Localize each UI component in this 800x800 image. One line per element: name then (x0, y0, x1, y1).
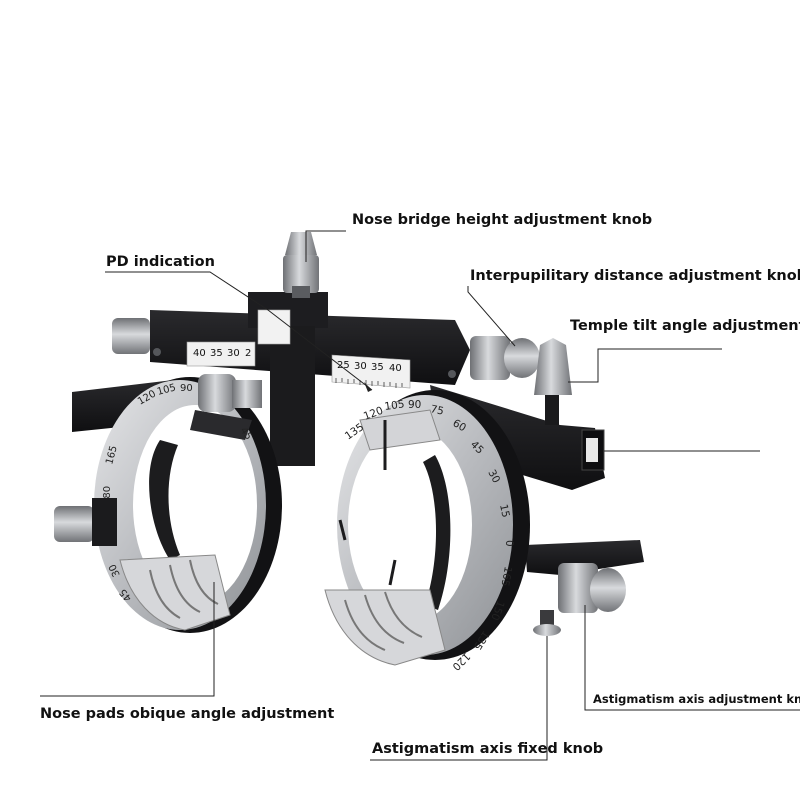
left-axis-tick-4: 165 (104, 444, 120, 465)
right-lens-holder: 135 120 105 90 75 60 45 30 15 0 165 150 … (324, 390, 530, 673)
left-axis-tick-2: 90 (180, 383, 193, 394)
leader-ipd (467, 286, 516, 347)
label-nose-bridge-height: Nose bridge height adjustment knob (352, 212, 653, 228)
astigmatism-axis-adjustment-knob[interactable] (558, 563, 626, 613)
right-pd-tick-2: 35 (371, 362, 384, 373)
right-axis-tick-4: 75 (429, 403, 445, 418)
left-side-knob[interactable] (112, 318, 150, 354)
label-axis-fixed-knob: Astigmatism axis fixed knob (372, 741, 604, 757)
left-pd-tick-0: 40 (193, 348, 206, 359)
right-axis-tick-2: 105 (384, 398, 406, 413)
label-temple-tilt: Temple tilt angle adjustment (570, 318, 800, 334)
left-lens-holder: 120 105 90 45 165 180 15 30 45 (94, 377, 282, 633)
pd-arrow-head (364, 382, 372, 392)
left-axis-tick-5: 180 (102, 486, 113, 505)
leader-axis-adjust (584, 605, 800, 711)
leader-temple (568, 348, 722, 383)
left-temple-knob[interactable] (54, 498, 117, 546)
right-pd-tick-1: 30 (354, 361, 367, 372)
label-axis-adjustment-knob: Astigmatism axis adjustment knob (593, 692, 800, 706)
right-axis-tick-3: 90 (408, 399, 421, 411)
left-axis-tick-1: 105 (156, 382, 177, 398)
label-nose-pads: Nose pads obique angle adjustment (40, 706, 335, 722)
right-axis-tick-7: 30 (485, 468, 502, 485)
leader-nose-bridge (305, 230, 346, 262)
right-pd-tick-3: 40 (389, 363, 402, 374)
temple-tilt-knob[interactable] (534, 338, 572, 425)
right-axis-tick-9: 0 (503, 540, 515, 547)
leader-lines (40, 230, 800, 761)
right-axis-tick-10: 165 (499, 565, 514, 587)
right-axis-tick-8: 15 (497, 503, 512, 519)
label-pd-indication: PD indication (106, 254, 215, 270)
left-pd-tick-1: 35 (210, 348, 223, 359)
pd-scale: 40 35 30 2 25 30 35 40 (186, 309, 411, 389)
left-pd-tick-2: 30 (227, 348, 240, 359)
left-pd-tick-3: 2 (245, 348, 251, 359)
left-axis-adjustment-knob[interactable] (198, 374, 262, 412)
astigmatism-axis-fixed-knob[interactable] (533, 610, 561, 636)
left-axis-tick-7: 30 (107, 562, 122, 578)
leader-nose-pads (40, 582, 215, 697)
nose-bridge-height-knob[interactable] (283, 232, 319, 298)
leader-axis-fixed (370, 636, 548, 761)
right-pd-tick-0: 25 (337, 360, 350, 371)
leader-pd (105, 271, 373, 391)
right-axis-tick-5: 60 (451, 417, 469, 434)
interpupillary-distance-knob[interactable] (470, 336, 540, 380)
label-interpupillary-distance: Interpupilitary distance adjustment knob (470, 268, 800, 284)
